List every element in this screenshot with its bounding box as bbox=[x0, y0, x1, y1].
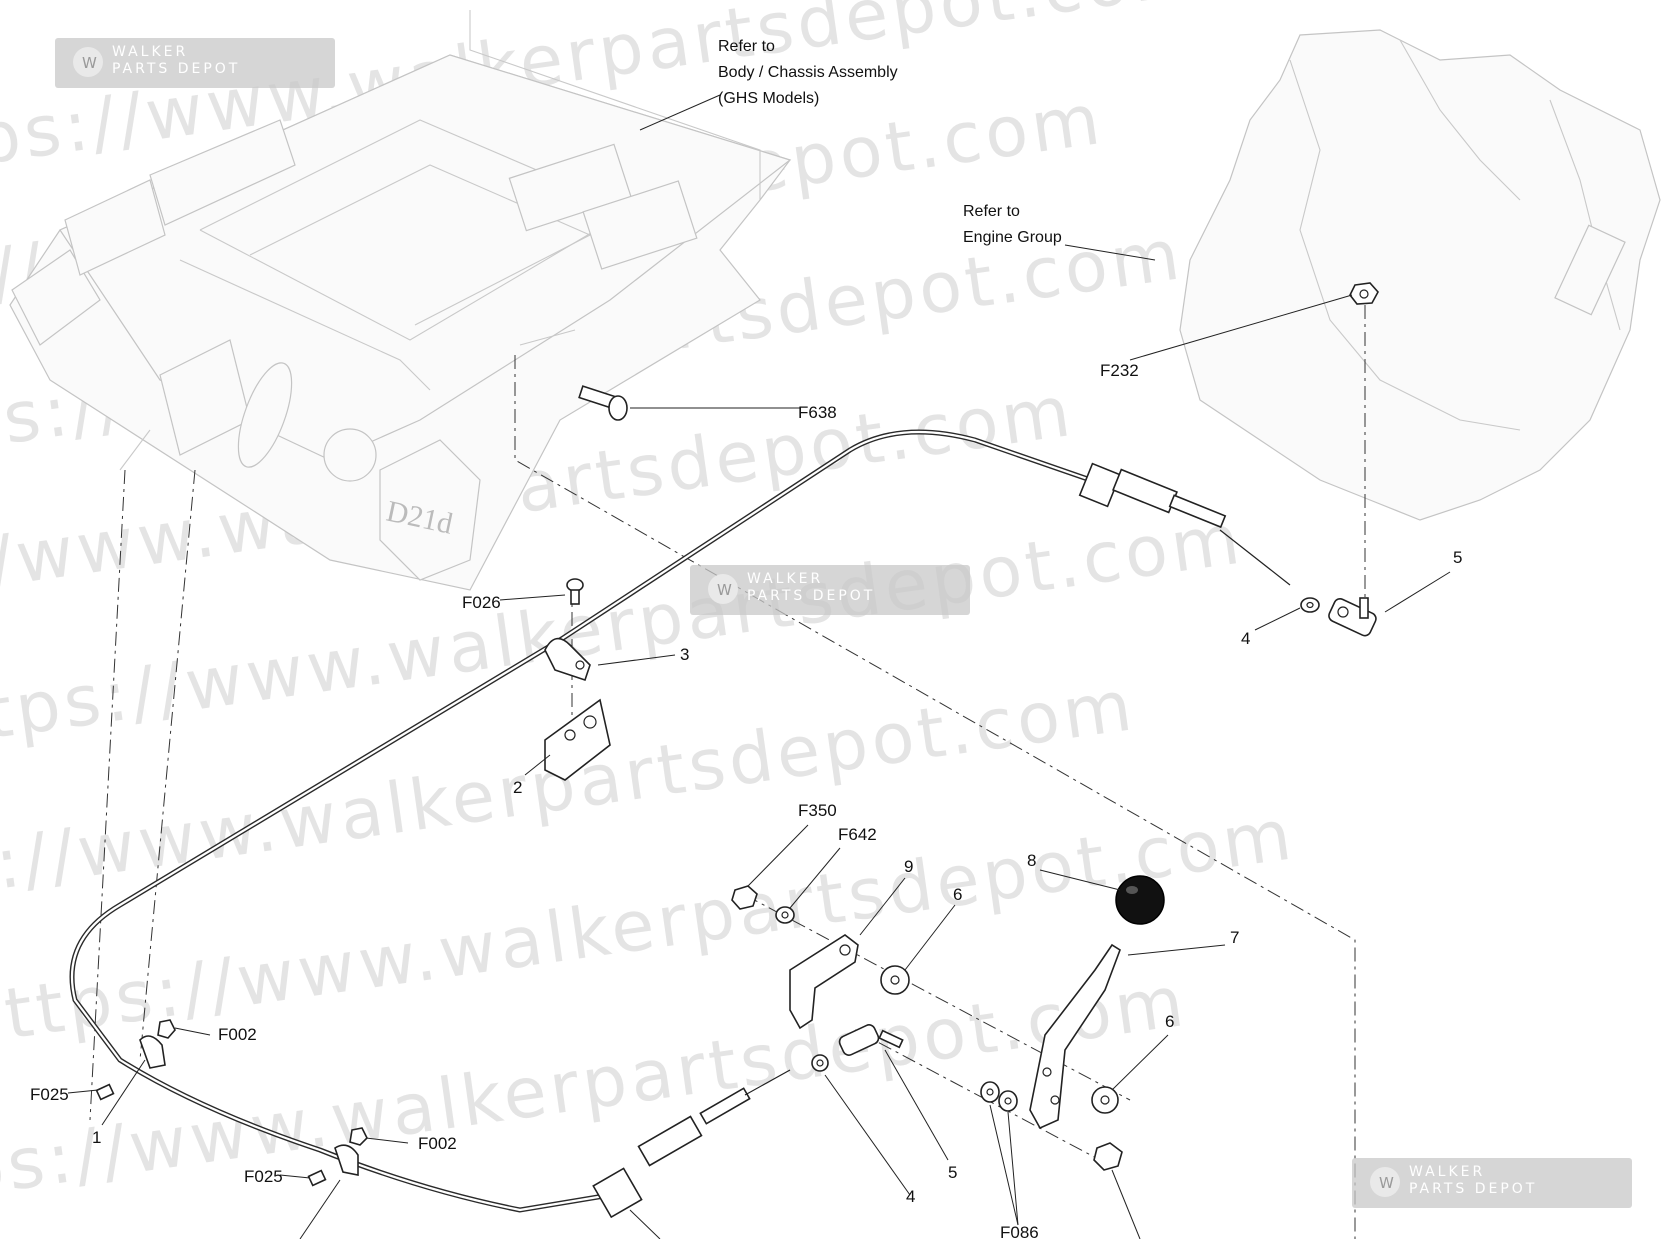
callout-f025-a: F025 bbox=[30, 1085, 69, 1104]
logo-line-1: WALKER bbox=[1409, 1164, 1485, 1180]
callout-f002-a: F002 bbox=[218, 1025, 257, 1044]
walker-logo: W WALKER PARTS DEPOT bbox=[55, 38, 335, 88]
washers-f086 bbox=[980, 1081, 1018, 1112]
callout-5-bottom: 5 bbox=[948, 1163, 957, 1182]
callout-f002-b: F002 bbox=[418, 1134, 457, 1153]
callout-f232: F232 bbox=[1100, 361, 1139, 380]
callout-1: 1 bbox=[92, 1128, 101, 1147]
bolt-f638 bbox=[578, 385, 628, 421]
washer-f642 bbox=[775, 906, 795, 924]
nut-lower-right bbox=[1093, 1142, 1123, 1171]
logo-line-2: PARTS DEPOT bbox=[1409, 1181, 1537, 1197]
callouts: F638 F232 F026 3 2 4 5 F350 F642 9 8 6 7… bbox=[30, 361, 1462, 1239]
callout-f026: F026 bbox=[462, 593, 501, 612]
logo-line-1: WALKER bbox=[747, 571, 823, 587]
swivel-5-top bbox=[1328, 597, 1377, 637]
reference-line: Refer to bbox=[963, 203, 1020, 220]
svg-text:W: W bbox=[717, 581, 732, 599]
callout-4-bottom: 4 bbox=[906, 1187, 915, 1206]
walker-logo: W WALKER PARTS DEPOT bbox=[690, 565, 970, 615]
callout-3: 3 bbox=[680, 645, 689, 664]
clamp-3 bbox=[544, 637, 591, 682]
engine-reference: Refer to Engine Group bbox=[963, 203, 1062, 246]
cable-clamp-lower bbox=[307, 1127, 368, 1187]
callout-f350: F350 bbox=[798, 801, 837, 820]
washer-4-bottom bbox=[811, 1054, 829, 1072]
callout-f086: F086 bbox=[1000, 1223, 1039, 1239]
callout-6-b: 6 bbox=[1165, 1012, 1174, 1031]
callout-4-top: 4 bbox=[1241, 629, 1250, 648]
leader-lines bbox=[67, 94, 1451, 1239]
reference-line: (GHS Models) bbox=[718, 90, 819, 107]
walker-logo: W WALKER PARTS DEPOT bbox=[1352, 1158, 1632, 1208]
callout-2: 2 bbox=[513, 778, 522, 797]
reference-line: Engine Group bbox=[963, 229, 1062, 246]
svg-text:W: W bbox=[1379, 1174, 1394, 1192]
lever-7 bbox=[1029, 943, 1121, 1130]
washer-6-upper bbox=[880, 965, 910, 995]
washer-6-lower bbox=[1091, 1086, 1119, 1114]
callout-6-a: 6 bbox=[953, 885, 962, 904]
knob-8 bbox=[1115, 875, 1165, 925]
callout-f642: F642 bbox=[838, 825, 877, 844]
bracket-2 bbox=[544, 698, 611, 781]
nut-f232 bbox=[1349, 282, 1379, 305]
assembly-lines bbox=[89, 305, 1366, 1239]
reference-line: Body / Chassis Assembly bbox=[718, 64, 898, 81]
callout-9: 9 bbox=[904, 857, 913, 876]
callout-8: 8 bbox=[1027, 851, 1036, 870]
bracket-9 bbox=[789, 934, 859, 1030]
chassis-reference: Refer to Body / Chassis Assembly (GHS Mo… bbox=[718, 38, 898, 107]
reference-line: Refer to bbox=[718, 38, 775, 55]
callout-f638: F638 bbox=[798, 403, 837, 422]
callout-f025-b: F025 bbox=[244, 1167, 283, 1186]
washer-4-top bbox=[1300, 597, 1320, 613]
logo-line-1: WALKER bbox=[112, 44, 188, 60]
swivel-5-bottom bbox=[838, 1024, 904, 1056]
chassis-ghost: D21d bbox=[9, 10, 792, 591]
screw-f026 bbox=[566, 578, 584, 605]
logo-line-2: PARTS DEPOT bbox=[747, 588, 875, 604]
callout-7: 7 bbox=[1230, 928, 1239, 947]
svg-text:W: W bbox=[82, 54, 97, 72]
callout-5-top: 5 bbox=[1453, 548, 1462, 567]
cable-clamp-1 bbox=[95, 1019, 176, 1101]
throttle-cable bbox=[69, 429, 1291, 1219]
engine-ghost bbox=[1179, 29, 1661, 521]
logo-line-2: PARTS DEPOT bbox=[112, 61, 240, 77]
